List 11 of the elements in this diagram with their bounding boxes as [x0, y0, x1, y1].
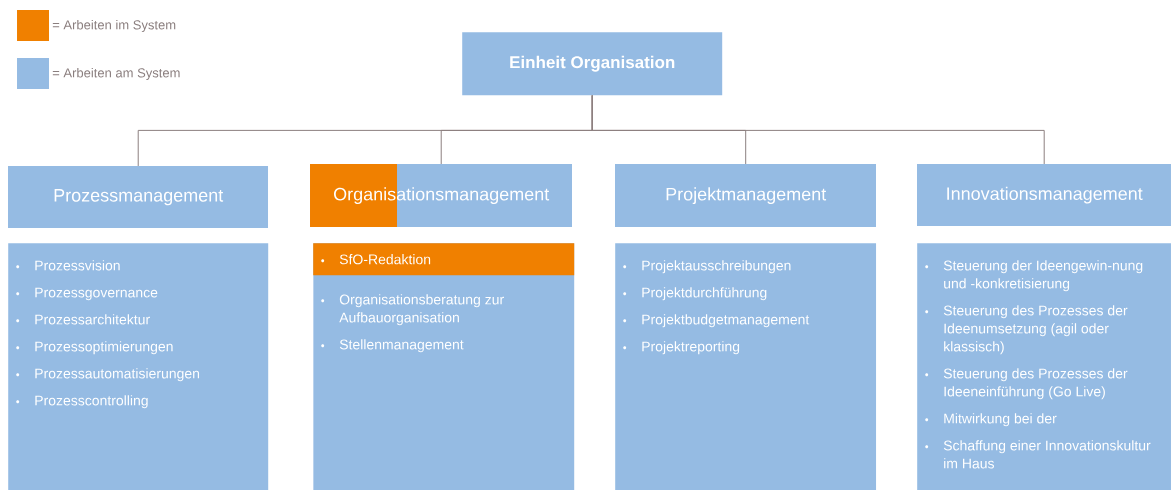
- bullet-list-box: Steuerung der Ideengewin-nung und -konkretisierung Steuerung des Prozesses der Ideenumsetzung (agil oder klassisch) Steuerung des Prozesses der Ideeneinführung (Go Live) Mitwirkung bei der Schaffung einer Innovationskultur im Haus: [917, 243, 1171, 490]
- legend-text: = Arbeiten am System: [52, 67, 180, 81]
- header-box: Prozessmanagement: [8, 166, 268, 228]
- header-box: Innovationsmanagement: [917, 164, 1171, 226]
- highlight-band: SfO-Redaktion: [313, 243, 575, 276]
- connector-line: [591, 94, 1045, 165]
- legend-text: = Arbeiten im System: [52, 19, 176, 33]
- bullet-list-box: Projektausschreibungen Projektdurchführung Projektbudgetmanagement Projektreporting: [615, 243, 877, 490]
- title-box: Einheit Organisation: [462, 32, 723, 96]
- header-box: Projektmanagement: [615, 164, 876, 227]
- bullet-list-box: Prozessvision Prozessgovernance Prozessarchitektur Prozessoptimierungen Prozessautomatisierungen Prozesscontrolling: [8, 243, 269, 490]
